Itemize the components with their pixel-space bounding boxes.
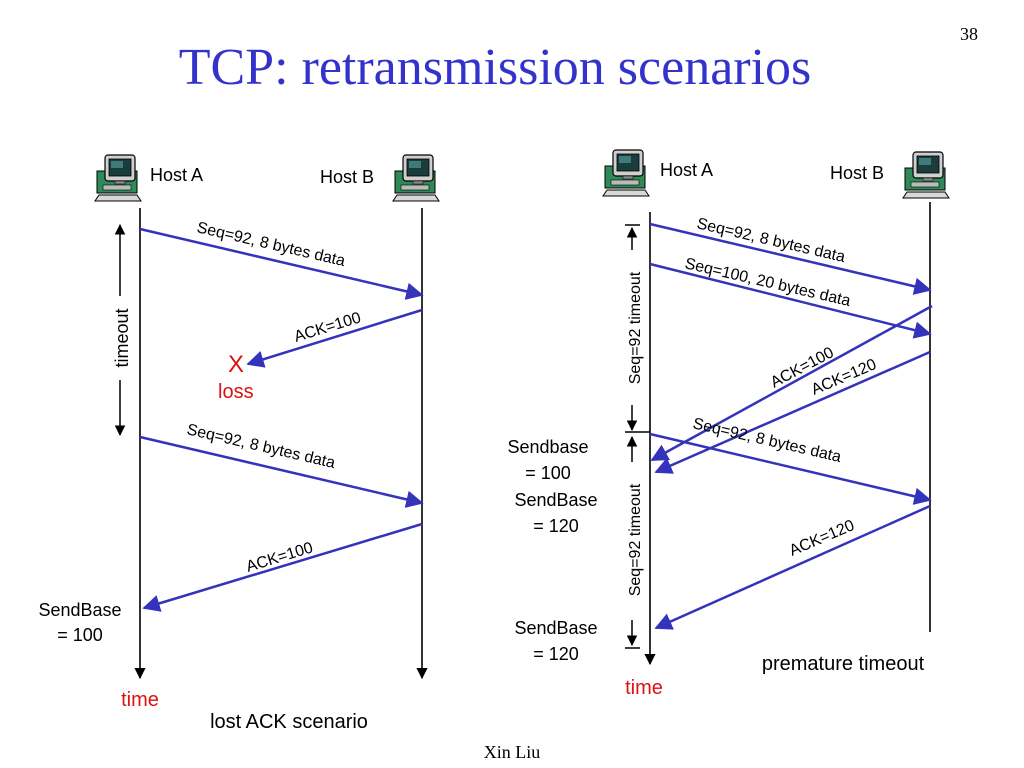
right-msg2-arrow: [649, 262, 932, 339]
left-time-label: time: [121, 689, 159, 711]
host-b-computer-icon: [392, 154, 440, 202]
left-ack2-arrow: [142, 522, 423, 612]
left-sendbase-line2: = 100: [57, 625, 103, 645]
right-timeout2-label: Seq=92 timeout: [627, 483, 644, 596]
right-msg3-arrow: [649, 432, 932, 505]
left-host-b-label: Host B: [320, 167, 374, 187]
left-loss-mark: X: [228, 351, 244, 378]
right-ack2-arrow: [654, 350, 931, 474]
left-ack2-label: ACK=100: [244, 539, 315, 575]
right-sendbase1-line1: Sendbase: [507, 437, 588, 457]
left-caption: lost ACK scenario: [210, 711, 368, 733]
right-ack1-arrow: [650, 304, 933, 462]
right-sendbase2-line2: = 120: [533, 516, 579, 536]
right-time-label: time: [625, 677, 663, 699]
right-caption: premature timeout: [762, 653, 925, 675]
right-host-a-label: Host A: [660, 160, 713, 180]
right-scenario: Host A Host B Seq=92 timeout Seq=92 time…: [507, 149, 950, 699]
right-msg2-label: Seq=100, 20 bytes data: [683, 255, 852, 310]
left-ack1-arrow: [246, 308, 423, 368]
right-sendbase3-line1: SendBase: [514, 618, 597, 638]
right-timeout1-label: Seq=92 timeout: [627, 271, 644, 384]
footer-author: Xin Liu: [483, 742, 541, 762]
left-scenario: Host A Host B timeout Seq=92, 8 bytes da…: [38, 154, 440, 733]
right-sendbase1-line2: = 100: [525, 463, 571, 483]
right-ack3-arrow: [654, 504, 931, 630]
host-a-computer-icon: [602, 149, 650, 197]
left-msg1-label: Seq=92, 8 bytes data: [195, 219, 347, 270]
left-timeout-label: timeout: [112, 308, 132, 367]
left-msg2-arrow: [139, 435, 424, 508]
left-loss-label: loss: [218, 381, 254, 403]
host-b-computer-icon: [902, 151, 950, 199]
left-host-a-label: Host A: [150, 165, 203, 185]
page-number: 38: [960, 24, 978, 44]
left-msg1-arrow: [139, 227, 424, 300]
left-sendbase-line1: SendBase: [38, 600, 121, 620]
host-a-computer-icon: [94, 154, 142, 202]
right-sendbase3-line2: = 120: [533, 644, 579, 664]
right-host-b-label: Host B: [830, 163, 884, 183]
right-sendbase2-line1: SendBase: [514, 490, 597, 510]
slide-title: TCP: retransmission scenarios: [178, 39, 812, 96]
right-msg1-arrow: [649, 222, 932, 295]
